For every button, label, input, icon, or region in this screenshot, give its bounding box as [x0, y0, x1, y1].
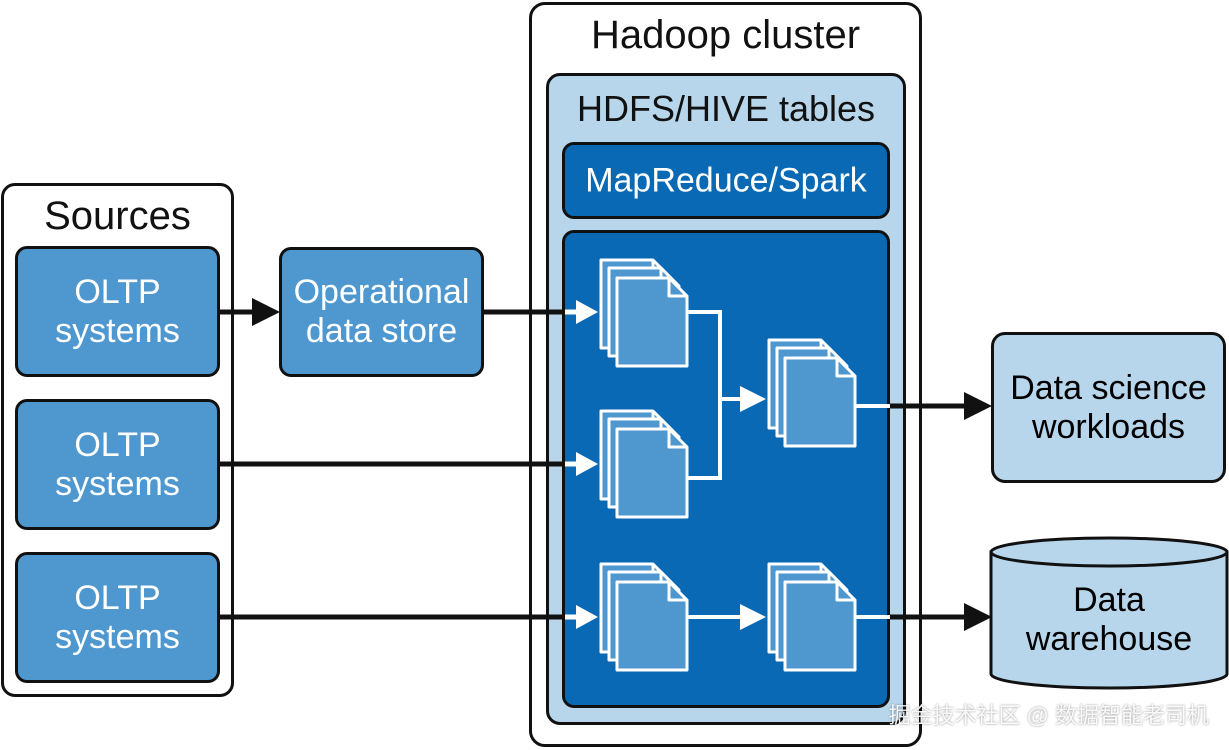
- oltp-system-3-line1: OLTP: [74, 578, 161, 617]
- arrow-oltp-to-ods: [252, 298, 280, 326]
- output-connectors: [855, 392, 992, 631]
- operational-data-store: Operational data store: [279, 247, 484, 377]
- data-science-line1: Data science: [1010, 368, 1207, 407]
- oltp-system-1: OLTP systems: [15, 246, 220, 377]
- oltp-system-1-line1: OLTP: [74, 272, 161, 311]
- watermark: 掘金技术社区 @ 数据智能老司机: [888, 703, 1209, 728]
- data-warehouse-label: Data warehouse: [991, 566, 1227, 674]
- internal-connectors: [687, 310, 744, 619]
- oltp-system-1-line2: systems: [55, 311, 180, 350]
- oltp-system-2: OLTP systems: [15, 399, 220, 530]
- file-stack-3: [599, 562, 689, 672]
- hdfs-hive-title: HDFS/HIVE tables: [576, 88, 876, 129]
- data-warehouse-cylinder: [989, 536, 1229, 690]
- oltp-system-3-line2: systems: [55, 617, 180, 656]
- data-warehouse-line2: warehouse: [1025, 620, 1193, 658]
- mapreduce-spark: MapReduce/Spark: [562, 142, 890, 219]
- file-stack-output: [767, 562, 857, 672]
- mapreduce-spark-label: MapReduce/Spark: [585, 160, 867, 199]
- oltp-system-2-line1: OLTP: [74, 425, 161, 464]
- file-stack-merged: [767, 338, 857, 448]
- oltp-system-2-line2: systems: [55, 464, 180, 503]
- data-science-workloads: Data science workloads: [991, 332, 1226, 483]
- sources-title: Sources: [44, 194, 191, 238]
- data-science-line2: workloads: [1031, 407, 1186, 446]
- ingest-arrows: [565, 300, 598, 629]
- file-stack-1: [599, 258, 689, 368]
- internal-arrowheads: [740, 386, 766, 630]
- ods-line1: Operational: [293, 272, 470, 311]
- source-connectors: [220, 309, 567, 620]
- file-stack-2: [599, 409, 689, 519]
- oltp-system-3: OLTP systems: [15, 552, 220, 683]
- hadoop-cluster-title: Hadoop cluster: [590, 13, 861, 57]
- ods-line2: data store: [305, 312, 458, 350]
- data-warehouse-line1: Data: [1073, 580, 1145, 619]
